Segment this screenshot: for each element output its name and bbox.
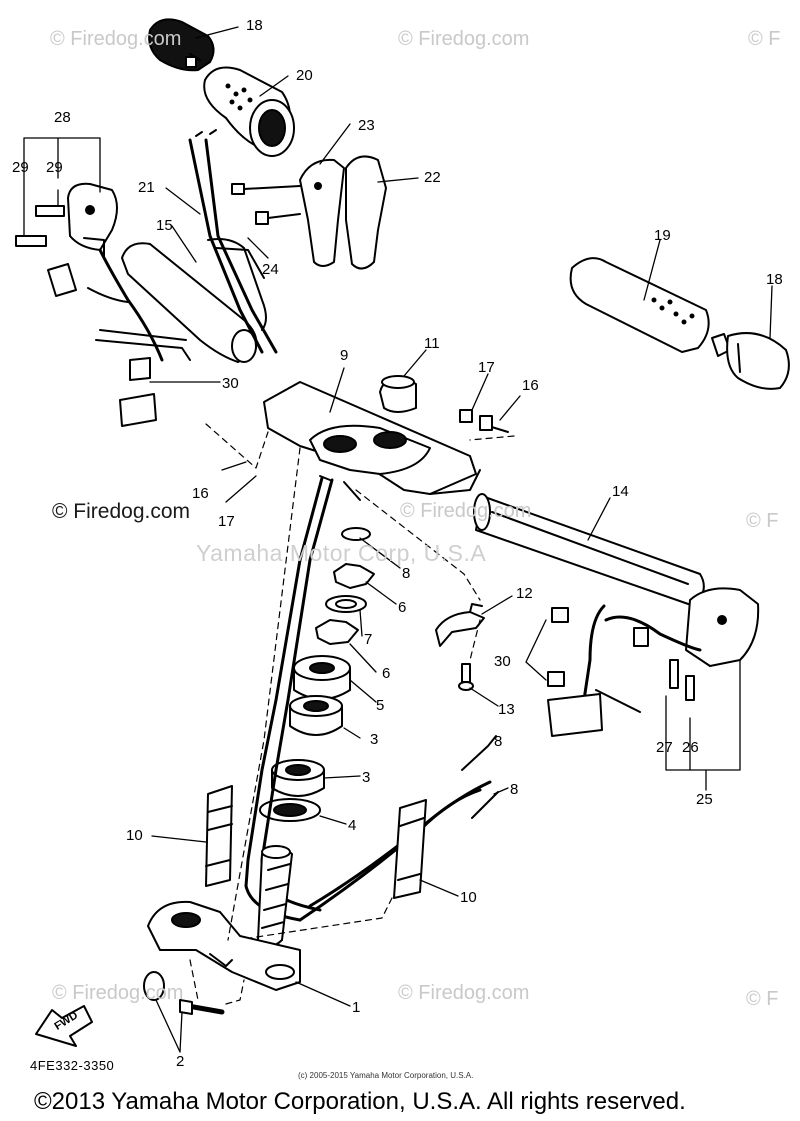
callout-24: 24 [262, 261, 279, 278]
callout-6: 6 [382, 665, 391, 682]
top-cap [379, 375, 417, 413]
callout-18: 18 [766, 271, 783, 288]
washer-8 [341, 527, 371, 541]
callout-26: 26 [682, 739, 699, 756]
watermark-text: © Firedog.com [398, 982, 530, 1004]
throttle-cables [188, 129, 278, 354]
watermark-text: © F [748, 28, 781, 50]
footer-copyright: ©2013 Yamaha Motor Corporation, U.S.A. A… [34, 1088, 686, 1115]
callout-14: 14 [612, 483, 629, 500]
watermark-text: © Firedog.com [398, 28, 530, 50]
callout-30: 30 [222, 375, 239, 392]
callout-10: 10 [126, 827, 143, 844]
left-switch-housing [15, 182, 191, 427]
bearing-3-upper [289, 695, 343, 736]
lock-washer-6-lower [315, 619, 359, 645]
callout-12: 12 [516, 585, 533, 602]
throttle-housing [231, 155, 387, 270]
callout-16: 16 [522, 377, 539, 394]
leader-lines [23, 26, 773, 1053]
callout-17: 17 [478, 359, 495, 376]
watermark-text: © Firedog.com [400, 500, 532, 522]
callout-13: 13 [498, 701, 515, 718]
seal-4 [259, 798, 321, 822]
callout-17: 17 [218, 513, 235, 530]
callout-22: 22 [424, 169, 441, 186]
callout-4: 4 [348, 817, 357, 834]
watermark-text: © F [746, 510, 779, 532]
callout-25: 25 [696, 791, 713, 808]
bolt-16-top [459, 409, 509, 433]
callout-23: 23 [358, 117, 375, 134]
lock-washer-6-upper [333, 563, 375, 589]
callout-3: 3 [370, 731, 379, 748]
callout-6: 6 [398, 599, 407, 616]
lower-bracket [147, 900, 301, 991]
callout-8: 8 [402, 565, 411, 582]
callout-1: 1 [352, 999, 361, 1016]
callout-27: 27 [656, 739, 673, 756]
part-code: 4FE332-3350 [30, 1058, 115, 1073]
callout-18: 18 [246, 17, 263, 34]
washer-7 [325, 595, 367, 613]
bolts-2 [143, 971, 225, 1015]
fork-slider-left [205, 785, 233, 887]
watermark-text: © Firedog.com [50, 28, 182, 50]
watermark-text-dark: © Firedog.com [52, 500, 191, 523]
callout-19: 19 [654, 227, 671, 244]
grip-end-top [148, 18, 215, 72]
ring-nut-5 [293, 655, 351, 700]
callout-20: 20 [296, 67, 313, 84]
callout-30: 30 [494, 653, 511, 670]
fwd-arrow [35, 1005, 93, 1047]
right-grip [569, 257, 710, 353]
watermark-company: Yamaha Motor Corp, U.S.A [196, 540, 487, 566]
fork-slider-right [393, 799, 427, 899]
bearing-3-lower [271, 759, 325, 797]
alignment-lines [189, 423, 515, 1005]
callout-21: 21 [138, 179, 155, 196]
cable-guide-12 [435, 603, 485, 647]
callout-29: 29 [12, 159, 29, 176]
watermark-text: © Firedog.com [52, 982, 184, 1004]
steering-stem [257, 845, 293, 947]
watermark-text: © F [746, 988, 779, 1010]
callout-8: 8 [510, 781, 519, 798]
callout-29: 29 [46, 159, 63, 176]
callout-28: 28 [54, 109, 71, 126]
callout-16: 16 [192, 485, 209, 502]
callout-7: 7 [364, 631, 373, 648]
callout-10: 10 [460, 889, 477, 906]
callout-2: 2 [176, 1053, 185, 1070]
upper-bracket [263, 381, 481, 501]
callout-3: 3 [362, 769, 371, 786]
callout-8: 8 [494, 733, 503, 750]
throttle-grip [203, 66, 295, 157]
callout-9: 9 [340, 347, 349, 364]
small-copyright: (c) 2005-2015 Yamaha Motor Corporation, … [298, 1071, 474, 1080]
bar-end-weight [121, 242, 258, 363]
grip-end-right [711, 332, 790, 390]
bolt-13 [458, 663, 474, 691]
right-switch-housing [547, 587, 760, 737]
callout-15: 15 [156, 217, 173, 234]
callout-11: 11 [424, 335, 440, 352]
callout-5: 5 [376, 697, 385, 714]
